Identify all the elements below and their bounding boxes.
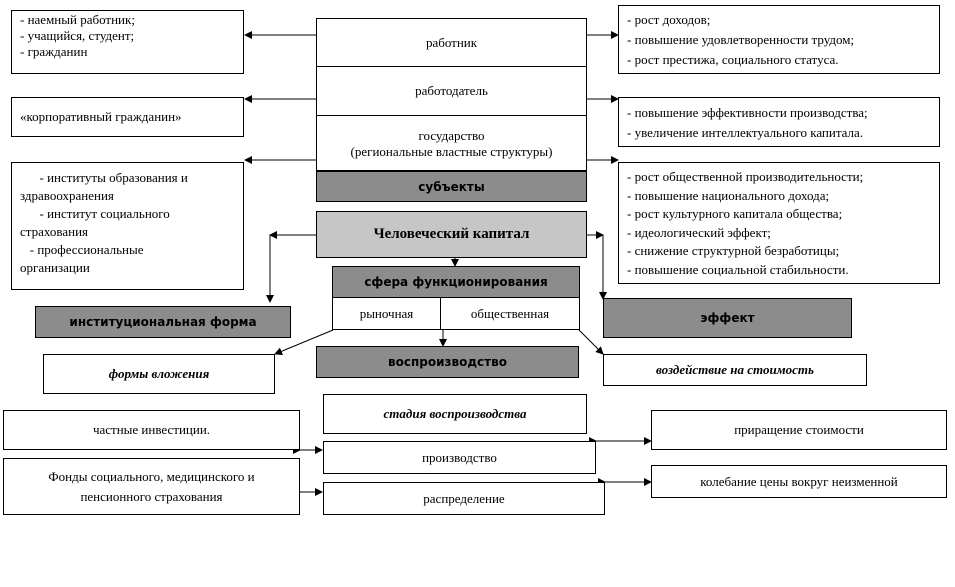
human-capital-label: Человеческий капитал [373, 226, 530, 242]
list-item: - повышение удовлетворенности трудом; [627, 32, 855, 47]
corporate-citizen-label: «корпоративный гражданин» [20, 109, 182, 124]
subject-state-line2: (региональные властные структуры) [350, 143, 553, 159]
corporate-citizen-box: «корпоративный гражданин» [11, 97, 244, 137]
list-item: - увеличение интеллектуального капитала. [627, 125, 864, 140]
funds-line1: Фонды социального, медицинского и [48, 468, 255, 484]
list-item: организации [20, 260, 90, 275]
list-item: - идеологический эффект; [627, 224, 771, 240]
funds-line2: пенсионного страхования [80, 488, 223, 504]
subjects-header: субъекты [316, 171, 587, 202]
list-item: - институт социального [20, 206, 170, 221]
arrow-public-impact [578, 329, 604, 355]
list-item: - повышение социальной стабильности. [627, 261, 849, 277]
investment-forms-box: формы вложения [43, 354, 275, 394]
employer-effects-list: - повышение эффективности производства; … [618, 97, 940, 147]
private-investments-box: частные инвестиции. [3, 410, 300, 450]
subject-worker: работник [425, 34, 478, 50]
list-item: - рост доходов; [627, 12, 711, 27]
distribution-box: распределение [323, 482, 605, 515]
sphere-header: сфера функционирования [332, 266, 580, 298]
institutional-form-box: институциональная форма [35, 306, 291, 338]
list-item: - гражданин [20, 44, 88, 59]
list-item: страхования [20, 224, 89, 239]
effect-box: эффект [603, 298, 852, 338]
subject-state-line1: государство [418, 127, 485, 143]
list-item: - учащийся, студент; [20, 28, 135, 43]
worker-roles-list: - наемный работник; - учащийся, студент;… [11, 10, 244, 74]
reproduction-header: воспроизводство [316, 346, 579, 378]
subjects-stack: работник работодатель государство (регио… [316, 18, 587, 171]
list-item: - рост культурного капитала общества; [627, 206, 843, 221]
list-item: - повышение эффективности производства; [627, 105, 868, 120]
worker-effects-list: - рост доходов; - повышение удовлетворен… [618, 5, 940, 74]
list-item: здравоохранения [20, 188, 114, 203]
list-item: - повышение национального дохода; [627, 187, 830, 203]
list-item: - снижение структурной безработицы; [627, 243, 840, 258]
arrow-market-forms [274, 329, 334, 356]
list-item: - рост престижа, социального статуса. [627, 52, 839, 67]
list-item: - профессиональные [20, 242, 144, 257]
reproduction-stage-box: стадия воспроизводства [323, 394, 587, 434]
subject-employer: работодатель [415, 83, 488, 98]
production-box: производство [323, 441, 596, 474]
value-increment-box: приращение стоимости [651, 410, 947, 450]
list-item: - наемный работник; [20, 12, 135, 27]
institutions-list: - институты образования и здравоохранени… [11, 162, 244, 290]
state-effects-list: - рост общественной производительности; … [618, 162, 940, 284]
subject-state: государство (региональные властные струк… [317, 116, 586, 171]
sphere-market: рыночная [359, 305, 414, 321]
list-item: - рост общественной производительности; [627, 169, 864, 184]
funds-box: Фонды социального, медицинского и пенсио… [3, 458, 300, 515]
human-capital-box: Человеческий капитал [316, 211, 587, 258]
list-item: - институты образования и [20, 170, 188, 185]
sphere-public: общественная [470, 305, 550, 321]
value-impact-box: воздействие на стоимость [603, 354, 867, 386]
sphere-types: рыночная общественная [332, 297, 580, 330]
price-fluctuation-box: колебание цены вокруг неизменной [651, 465, 947, 498]
